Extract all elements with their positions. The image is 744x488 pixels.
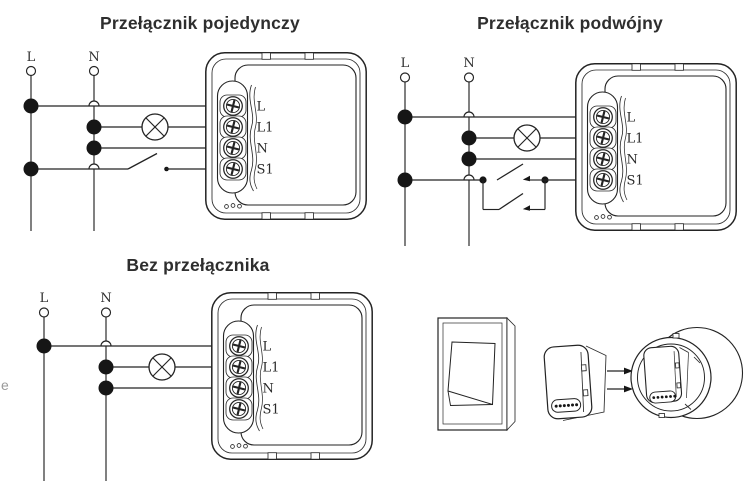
wire-end-circle (463, 72, 475, 83)
lamp-icon (148, 353, 176, 381)
junction-dot (23, 98, 39, 114)
junction-dot (397, 109, 413, 125)
arrow-right-icon (607, 367, 633, 375)
wire-end-circle (100, 307, 112, 318)
crossover-hop (88, 163, 100, 170)
wire-end-circle (88, 65, 100, 77)
relay-module (210, 291, 374, 461)
junction-dot (98, 380, 114, 396)
module-in-box (643, 345, 689, 404)
junction-dot (23, 161, 39, 177)
junction-box (630, 326, 744, 420)
diagram-title: Przełącznik podwójny (477, 13, 663, 33)
junction-dot (98, 359, 114, 375)
double-switch-icon (479, 163, 592, 211)
wire-end-circle (38, 307, 50, 318)
crossover-hop (100, 340, 112, 347)
live-wire-label: L (401, 56, 410, 71)
junction-dot (36, 338, 52, 354)
wire-end-circle (399, 72, 411, 83)
relay-module (574, 62, 738, 232)
junction-dot (461, 130, 477, 146)
lamp-icon (513, 124, 541, 152)
lamp-icon (141, 113, 169, 141)
junction-dot (461, 151, 477, 167)
mini-module (543, 344, 607, 421)
relay-module (204, 51, 368, 221)
junction-dot (86, 140, 102, 156)
diagram-double-switch: Przełącznik podwójny L N (397, 13, 738, 246)
diagram-single-switch: Przełącznik pojedynczy L N (23, 13, 368, 231)
junction-dot (397, 172, 413, 188)
neutral-wire-label: N (463, 56, 474, 71)
neutral-wire-label: N (88, 50, 99, 65)
arrow-right-icon (607, 385, 633, 393)
crossover-hop (463, 174, 475, 181)
wall-switch (437, 316, 516, 432)
watermark-fragment: e (1, 377, 9, 393)
installation-illustration (437, 316, 744, 432)
diagram-title: Przełącznik pojedynczy (100, 13, 300, 33)
neutral-wire-label: N (100, 291, 111, 306)
live-wire-label: L (40, 291, 49, 306)
diagram-no-switch: Bez przełącznika L N (36, 255, 374, 481)
wire-end-circle (25, 65, 37, 77)
live-wire-label: L (27, 50, 36, 65)
diagram-title: Bez przełącznika (126, 255, 269, 275)
junction-dot (86, 119, 102, 135)
crossover-hop (88, 100, 100, 107)
crossover-hop (463, 111, 475, 118)
